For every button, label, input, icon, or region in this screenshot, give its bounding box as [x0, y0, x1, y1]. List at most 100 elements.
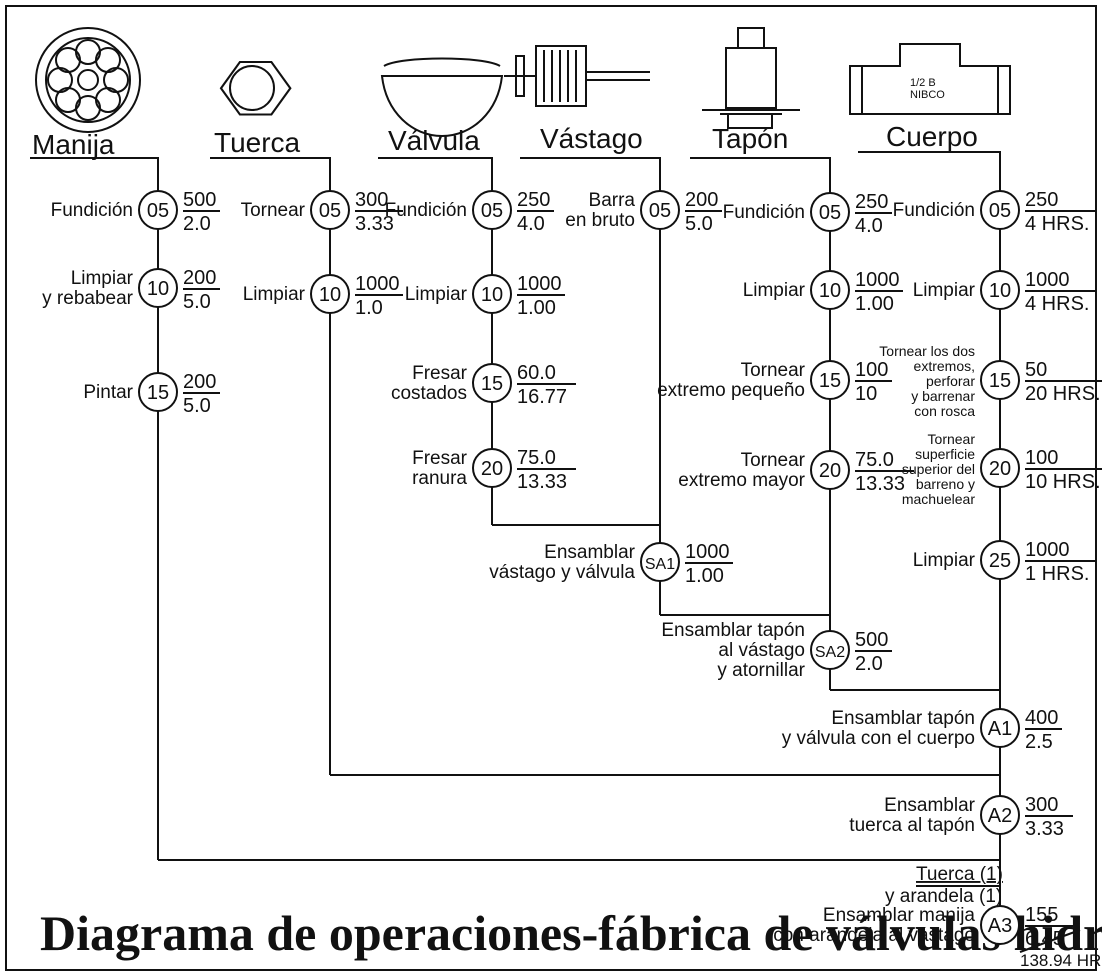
operation-circle — [640, 190, 680, 230]
operation-code: 20 — [989, 458, 1011, 480]
operation-time: 13.33 — [855, 473, 905, 495]
operation-circle — [810, 192, 850, 232]
operation-time: 5.0 — [183, 291, 211, 313]
hex-nut-icon — [219, 60, 292, 116]
operation-circle — [980, 360, 1020, 400]
operation-time: 1.0 — [355, 297, 383, 319]
operation-circle — [980, 540, 1020, 580]
purchased-part-washer: y arandela (1) — [885, 886, 1002, 907]
operation-time: 5.0 — [183, 395, 211, 417]
operation-quantity: 1000 — [355, 273, 400, 295]
body-marking-line1: 1/2 B — [910, 77, 936, 89]
operation-time: 3.33 — [355, 213, 394, 235]
operation-quantity: 200 — [685, 189, 718, 211]
operation-label: Limpiar — [243, 284, 306, 305]
operation-code: 10 — [481, 284, 503, 306]
part-label-tapon: Tapón — [712, 123, 788, 154]
operation-quantity: 250 — [855, 191, 888, 213]
operation-code: 05 — [147, 200, 169, 222]
operation-label: Limpiar — [405, 284, 468, 305]
operation-code: A3 — [988, 915, 1012, 937]
operation-time: 2.0 — [855, 653, 883, 675]
operation-time: 10 HRS. — [1025, 471, 1101, 493]
operation-circle — [472, 448, 512, 488]
operation-code: SA2 — [815, 644, 845, 661]
operation-circle — [810, 630, 850, 670]
operation-circle — [810, 270, 850, 310]
operation-code: 05 — [319, 200, 341, 222]
operation-code: 15 — [481, 373, 503, 395]
operation-circle — [472, 274, 512, 314]
operation-circle — [138, 372, 178, 412]
chart-title: Diagrama de operaciones-fábrica de válvu… — [40, 905, 1102, 961]
valve-disc-icon — [380, 57, 504, 138]
operation-circle — [472, 190, 512, 230]
operation-code: SA1 — [645, 556, 675, 573]
operation-quantity: 100 — [1025, 447, 1058, 469]
part-label-cuerpo: Cuerpo — [886, 121, 978, 152]
operation-label: Limpiar — [743, 280, 806, 301]
operation-label: Fundición — [51, 200, 133, 221]
operation-circle — [980, 708, 1020, 748]
operation-time: 2.0 — [183, 213, 211, 235]
operation-circle — [810, 360, 850, 400]
operation-circle — [980, 795, 1020, 835]
operation-circle — [980, 190, 1020, 230]
operation-quantity: 500 — [183, 189, 216, 211]
operation-time: 3.33 — [1025, 818, 1064, 840]
operation-code: 25 — [989, 550, 1011, 572]
operation-circle — [138, 268, 178, 308]
part-label-vastago: Vástago — [540, 123, 643, 154]
operation-quantity: 200 — [183, 371, 216, 393]
operation-code: 10 — [989, 280, 1011, 302]
operation-circle — [472, 363, 512, 403]
operation-code: A1 — [988, 718, 1012, 740]
operation-code: 15 — [819, 370, 841, 392]
operation-code: 20 — [819, 460, 841, 482]
part-label-tuerca: Tuerca — [214, 127, 301, 158]
part-label-valvula: Válvula — [388, 125, 480, 156]
operation-quantity: 155 — [1025, 904, 1058, 926]
operation-circle — [310, 274, 350, 314]
operation-label: Limpiar — [913, 550, 976, 571]
operation-quantity: 250 — [1025, 189, 1058, 211]
operation-time: 2.5 — [1025, 731, 1053, 753]
operation-circle — [310, 190, 350, 230]
operation-time: 5.0 — [685, 213, 713, 235]
total-hours: 138.94 HRS — [1020, 951, 1102, 970]
operation-quantity: 1000 — [517, 273, 562, 295]
operation-time: 6.45 — [1025, 928, 1064, 950]
operation-label: Tornear — [241, 200, 306, 221]
operation-code: 10 — [147, 278, 169, 300]
operation-label: Fundición — [893, 200, 975, 221]
operation-circle — [980, 905, 1020, 945]
operation-quantity: 1000 — [685, 541, 730, 563]
operation-quantity: 1000 — [1025, 539, 1070, 561]
operation-quantity: 400 — [1025, 707, 1058, 729]
operation-label: Fundición — [385, 200, 467, 221]
